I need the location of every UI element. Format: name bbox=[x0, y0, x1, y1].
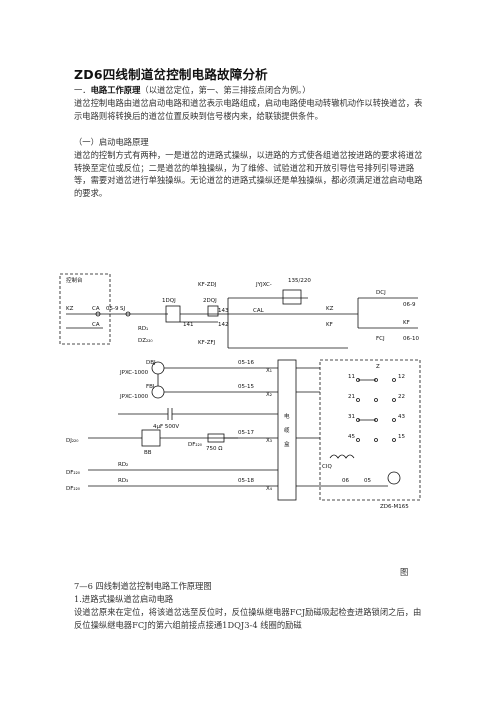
label-cable1: 电 bbox=[284, 412, 290, 420]
label-dbj: DBJ bbox=[146, 360, 156, 366]
label-x3: X₃ bbox=[266, 438, 272, 444]
label-x1: X₁ bbox=[266, 368, 272, 374]
tail-paragraph: 设道岔原来在定位，将该道岔选至反位时，反位操纵继电器FCJ励磁吸起检查进路锁闭之… bbox=[74, 607, 422, 630]
label-x2: X₂ bbox=[266, 392, 272, 398]
relay-jyjxc bbox=[282, 289, 302, 305]
label-kf2: KF bbox=[403, 320, 410, 326]
label-jyjxc-val: 135/220 bbox=[288, 278, 311, 284]
label-dcj: DCJ bbox=[376, 290, 386, 296]
label-143: 143 bbox=[218, 308, 229, 314]
label-r: 750 Ω bbox=[206, 446, 222, 452]
intro-paragraph: 道岔控制电路由道岔启动电路和道岔表示电路组成，启动电路使电动转辙机动作以转换道岔… bbox=[74, 98, 423, 121]
subsection-paragraph: 道岔的控制方式有两种，一是道岔的进路式操纵，以进路的方式使各组道岔按进路的要求将… bbox=[74, 150, 423, 198]
label-rd1: RD₁ bbox=[138, 326, 148, 332]
label-2dqj: 2DQJ bbox=[203, 298, 217, 304]
coil-ciq bbox=[329, 454, 355, 459]
label-df220: DF₂₂₀ bbox=[188, 442, 203, 448]
label-bb: BB bbox=[144, 450, 152, 456]
label-k43: 43 bbox=[398, 414, 405, 420]
label-k12: 12 bbox=[398, 374, 405, 380]
label-kf-zdj: KF-ZDJ bbox=[198, 282, 217, 288]
contact-group bbox=[356, 378, 396, 442]
label-k31: 31 bbox=[348, 414, 355, 420]
label-059: 05-9 bbox=[106, 306, 119, 312]
label-kz: KZ bbox=[66, 306, 74, 312]
label-ca2: CA bbox=[92, 322, 100, 328]
section-number: 一． bbox=[74, 85, 91, 95]
label-fbj: FBJ bbox=[146, 384, 155, 390]
label-jpxc2: JPXC-1000 bbox=[119, 394, 149, 400]
label-cable2: 缆 bbox=[284, 426, 290, 434]
motor-icon bbox=[387, 471, 401, 485]
label-ca: CA bbox=[92, 306, 100, 312]
label-fcj: FCJ bbox=[376, 336, 385, 342]
label-1dqj: 1DQJ bbox=[162, 298, 176, 304]
switch-machine-box bbox=[319, 359, 421, 501]
label-k11: 11 bbox=[348, 374, 355, 380]
section-title: 电路工作原理 bbox=[90, 85, 141, 95]
label-panel: 控制台 bbox=[66, 276, 83, 284]
label-jyjxc: JYJXC- bbox=[255, 282, 272, 288]
circuit-diagram: 控制台 KZ CA CA SJ 05-9 1DQJ 2DQJ 141 142 1… bbox=[59, 273, 421, 510]
label-cap: 4μF 500V bbox=[153, 424, 179, 430]
label-rd2: RD₂ bbox=[118, 462, 128, 468]
label-0515: 05-15 bbox=[238, 384, 254, 390]
document-title: ZD6四线制道岔控制电路故障分析 bbox=[74, 67, 268, 82]
label-df-a: DF₂₂₀ bbox=[66, 470, 81, 476]
label-jpxc1: JPXC-1000 bbox=[119, 370, 149, 376]
label-069: 06-9 bbox=[403, 302, 416, 308]
label-rd3: RD₃ bbox=[118, 478, 128, 484]
label-dz: DZ₂₂₀ bbox=[138, 338, 153, 344]
label-k21: 21 bbox=[348, 394, 355, 400]
label-06: 06 bbox=[342, 478, 349, 484]
label-k22: 22 bbox=[398, 394, 405, 400]
label-141: 141 bbox=[183, 322, 194, 328]
label-kf: KF bbox=[326, 322, 333, 328]
label-0610: 06-10 bbox=[403, 336, 419, 342]
label-cable3: 盒 bbox=[284, 440, 290, 448]
label-sj: SJ bbox=[120, 306, 125, 312]
label-z: Z bbox=[376, 364, 380, 370]
label-k15: 15 bbox=[398, 434, 405, 440]
cable-box bbox=[277, 359, 297, 501]
label-ciq: CIQ bbox=[322, 464, 332, 470]
label-0518: 05-18 bbox=[238, 478, 254, 484]
label-x4: X₄ bbox=[266, 486, 273, 492]
list-item-1: 1.进路式操纵道岔启动电路 bbox=[74, 594, 174, 604]
label-0516: 05-16 bbox=[238, 360, 254, 366]
relay-1dqj bbox=[165, 305, 181, 323]
section-heading: 一．电路工作原理（以道岔定位，第一、第三排接点闭合为例。） bbox=[74, 84, 426, 97]
label-kz2: KZ bbox=[326, 306, 334, 312]
figure-caption: 7—6 四线制道岔控制电路工作原理图 bbox=[74, 581, 212, 591]
control-panel-box bbox=[59, 273, 111, 345]
label-df-b: DF₂₂₀ bbox=[66, 486, 81, 492]
subsection-heading: （一）启动电路原理 bbox=[74, 137, 149, 147]
section-note: （以道岔定位，第一、第三排接点闭合为例。） bbox=[140, 85, 311, 95]
label-dj: DJ₂₂₀ bbox=[66, 438, 79, 444]
label-kf-zfj: KF-ZFJ bbox=[198, 340, 216, 346]
label-05: 05 bbox=[364, 478, 371, 484]
label-motor: ZD6-M165 bbox=[380, 504, 409, 510]
transformer-bb bbox=[141, 429, 161, 447]
label-142: 142 bbox=[218, 322, 229, 328]
label-0517: 05-17 bbox=[238, 430, 254, 436]
figure-tag: 图 bbox=[400, 567, 409, 577]
relay-2dqj-contact bbox=[207, 305, 219, 317]
label-k45: 45 bbox=[348, 434, 355, 440]
label-cal: CAL bbox=[253, 308, 265, 314]
